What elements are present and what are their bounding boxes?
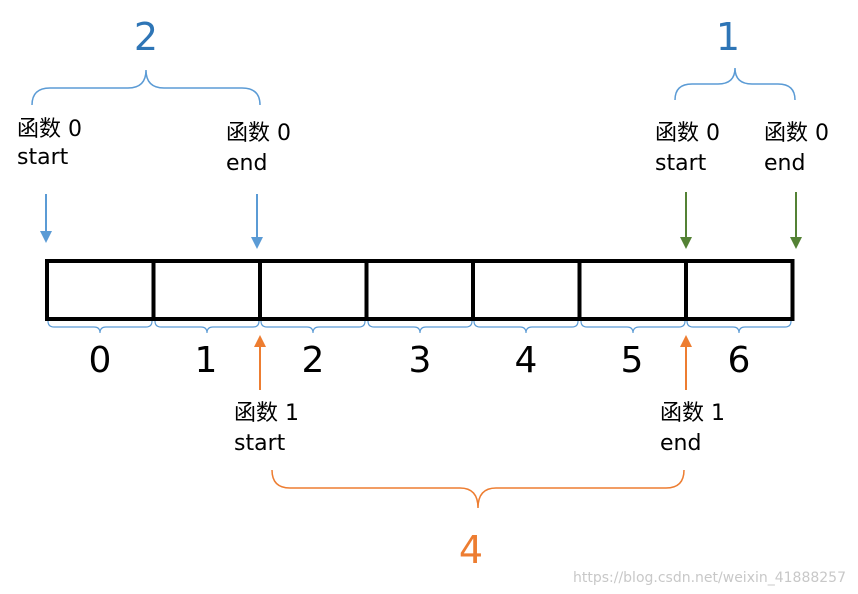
array-cells [45,259,795,321]
watermark: https://blog.csdn.net/weixin_41888257 [573,570,846,586]
brace-label-right-top: 1 [716,15,740,59]
array-cell [471,259,582,321]
top-right-brace [674,67,796,101]
array-cell [577,259,688,321]
func0-start-right-line2: start [655,151,707,176]
array-cell [258,259,369,321]
cell-index-label: 6 [728,340,751,381]
func1-start-line1: 函数 1 [234,401,299,426]
cell-index-label: 5 [621,340,644,381]
func1-end-line2: end [660,431,701,456]
cell-index-label: 3 [409,340,432,381]
cell-index-label: 2 [302,340,325,381]
arrow-func0-start-left [40,194,52,243]
func1-start-line2: start [234,431,286,456]
array-cell [45,259,156,321]
arrow-func0-end-right [790,192,802,249]
cell-index-label: 1 [195,340,218,381]
top-left-brace [31,69,261,106]
array-cell [151,259,262,321]
brace-label-left-top: 2 [134,15,158,59]
func1-end-line1: 函数 1 [660,401,725,426]
func0-start-left-line1: 函数 0 [17,117,82,142]
arrow-func1-end [680,335,692,390]
func0-end-right-line2: end [764,151,805,176]
func0-start-right-line1: 函数 0 [655,121,720,146]
array-cell [364,259,475,321]
func0-end-right-line1: 函数 0 [764,121,829,146]
func0-start-left-line2: start [17,145,69,170]
cell-index-label: 0 [89,340,112,381]
brace-label-bottom: 4 [459,528,483,572]
arrow-func1-start [254,335,266,390]
bottom-brace [271,469,685,509]
func0-end-left-line1: 函数 0 [226,121,291,146]
arrow-func0-start-right [680,192,692,249]
arrow-func0-end-left [251,194,263,249]
func0-end-left-line2: end [226,151,267,176]
array-cell [684,259,795,321]
cell-index-label: 4 [515,340,538,381]
cell-under-braces [47,320,792,334]
